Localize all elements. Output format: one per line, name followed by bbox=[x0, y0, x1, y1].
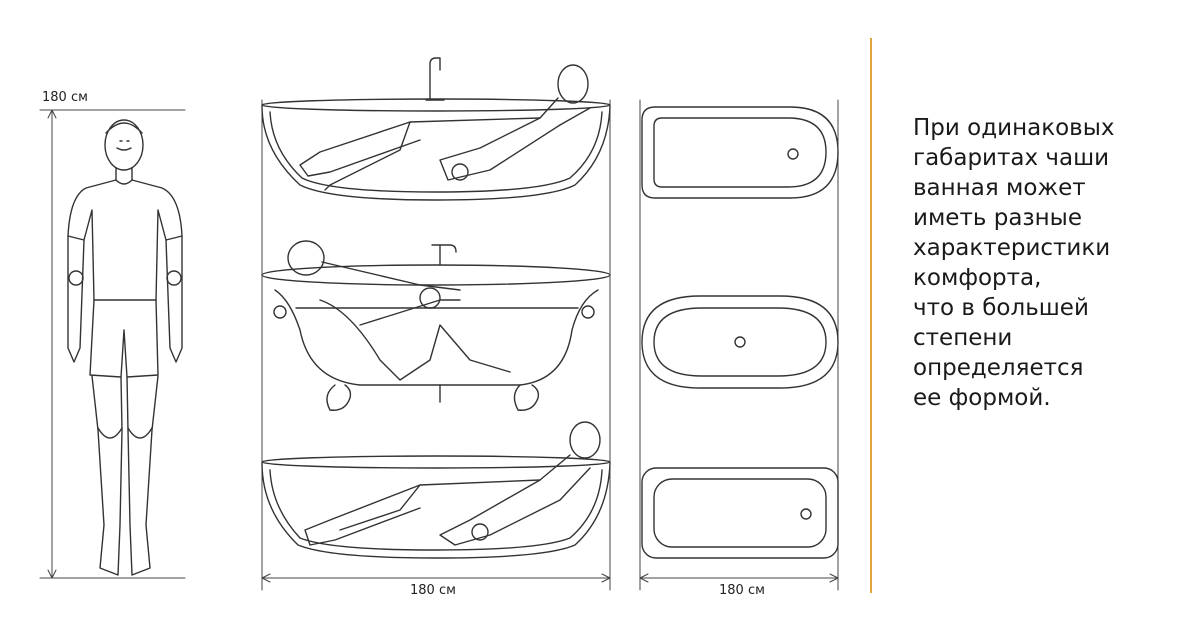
tub-plan-view-d-shape bbox=[641, 106, 839, 199]
caption-line: При одинаковых bbox=[913, 115, 1115, 141]
height-dimension-line bbox=[39, 109, 186, 579]
tub-plan-view-oval bbox=[641, 295, 839, 389]
accent-divider bbox=[870, 38, 872, 593]
caption-line: степени bbox=[913, 325, 1013, 351]
height-dimension-label: 180 см bbox=[42, 90, 88, 105]
caption-line: иметь разные bbox=[913, 205, 1082, 231]
caption-line: определяется bbox=[913, 355, 1084, 381]
top-width-dimension bbox=[639, 99, 839, 591]
side-width-dimension bbox=[261, 99, 611, 591]
caption-line: ее формой. bbox=[913, 385, 1051, 411]
caption-line: характеристики bbox=[913, 235, 1111, 261]
tub-plan-view-rectangle bbox=[641, 467, 839, 559]
top-width-label: 180 см bbox=[719, 583, 765, 598]
caption-line: ванная может bbox=[913, 175, 1086, 201]
caption-line: что в большей bbox=[913, 295, 1089, 321]
freestanding-tub-bottom bbox=[261, 421, 611, 559]
clawfoot-tub-middle bbox=[261, 240, 611, 411]
side-width-label: 180 см bbox=[410, 583, 456, 598]
caption-line: комфорта, bbox=[913, 265, 1042, 291]
standing-person-figure bbox=[67, 119, 183, 576]
freestanding-tub-top bbox=[261, 57, 611, 201]
caption-line: габаритах чаши bbox=[913, 145, 1110, 171]
caption-text: При одинаковых габаритах чаши ванная мож… bbox=[913, 113, 1183, 413]
